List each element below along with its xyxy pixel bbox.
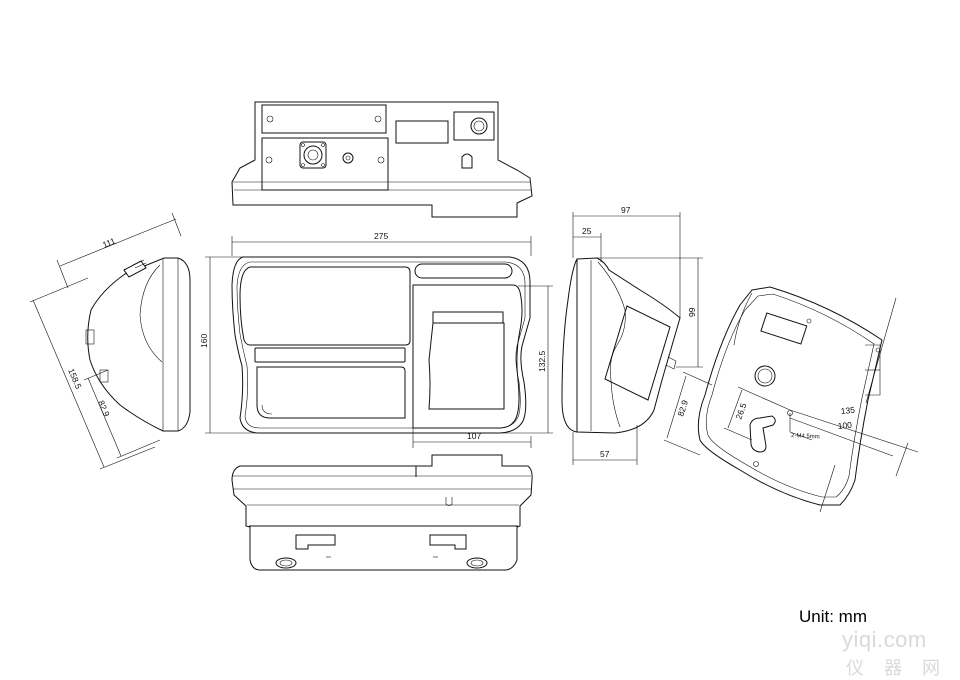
dim-back-height: 82.9 — [675, 399, 690, 418]
dim-back-span-b: 100 — [837, 420, 852, 431]
bottom-view — [231, 454, 533, 571]
dim-height: 160 — [199, 334, 209, 348]
dim-back-offset: 26.5 — [733, 401, 748, 420]
dim-left-width: 111 — [101, 236, 117, 250]
top-view — [231, 101, 533, 218]
dim-inner-height: 132.5 — [537, 350, 547, 372]
screw-note: 2-M4 5mm — [791, 433, 820, 440]
back-angled-view — [697, 286, 883, 506]
left-angled-view — [85, 257, 191, 432]
dim-side-height: 99 — [687, 307, 697, 317]
dim-left-length: 158.5 — [66, 367, 84, 391]
front-view — [231, 256, 531, 434]
dim-side-depth: 97 — [621, 205, 631, 215]
dim-left-height: 82.9 — [96, 399, 112, 418]
dim-top-width: 275 — [374, 231, 388, 241]
dim-bottom-width: 107 — [467, 431, 481, 441]
dim-back-span-a: 135 — [840, 405, 855, 416]
right-side-view — [561, 257, 681, 434]
dimension-lines — [29, 212, 919, 513]
dim-side-base: 57 — [600, 449, 610, 459]
dimension-labels: 275 160 132.5 107 97 25 99 57 111 158.5 … — [66, 205, 855, 459]
watermark-site: yiqi.com — [842, 627, 927, 652]
watermark-cn: 仪器网 — [846, 658, 960, 679]
unit-label: Unit: mm — [799, 607, 867, 626]
dim-side-offset: 25 — [582, 226, 592, 236]
